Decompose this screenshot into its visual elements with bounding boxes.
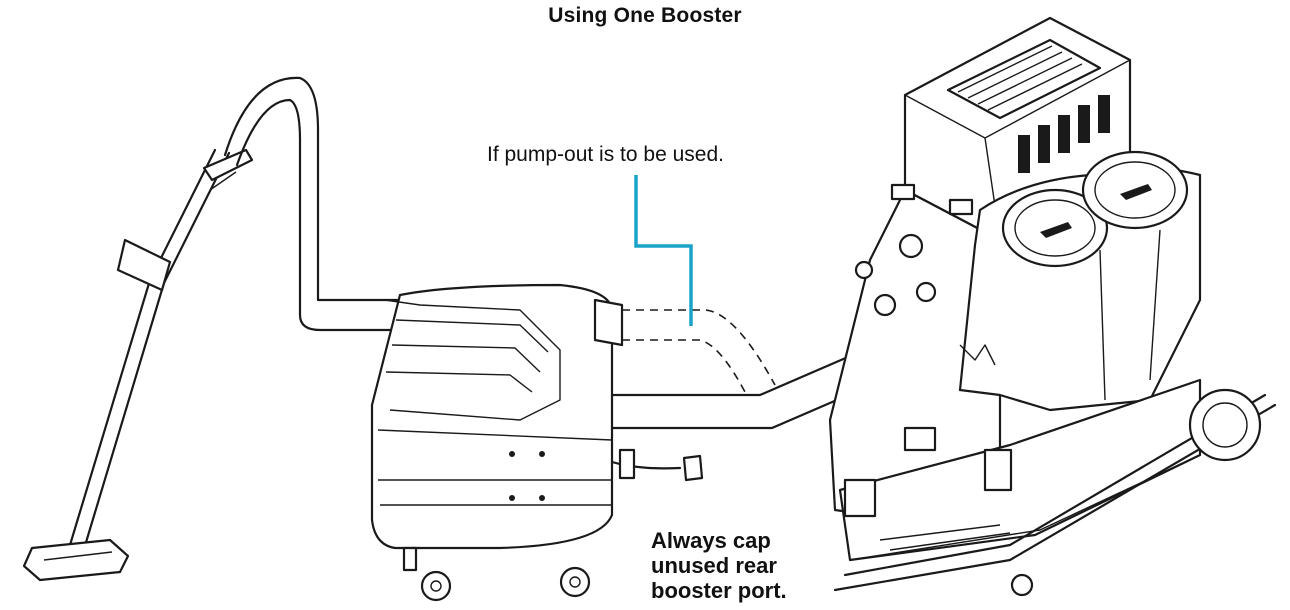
cap-port-callout-line: unused rear: [651, 553, 777, 578]
step-plate-icon: [879, 524, 1011, 551]
cleaning-wand-icon: [22, 148, 254, 582]
cap-port-callout-line: booster port.: [651, 578, 787, 603]
vacuum-hose-icon: [223, 76, 402, 332]
pump-out-dashed-lines: [622, 309, 776, 393]
pump-out-callout: If pump-out is to be used.: [487, 143, 724, 166]
diagram-title: Using One Booster: [548, 4, 742, 27]
cap-port-callout-line: Always cap: [651, 528, 771, 553]
power-cord-icon: [610, 448, 704, 482]
leader-line: [634, 175, 693, 326]
extraction-machine-icon: [828, 16, 1277, 597]
cap-port-callout: Always cap unused rear booster port.: [651, 528, 787, 603]
booster-unit-icon: [370, 283, 624, 602]
